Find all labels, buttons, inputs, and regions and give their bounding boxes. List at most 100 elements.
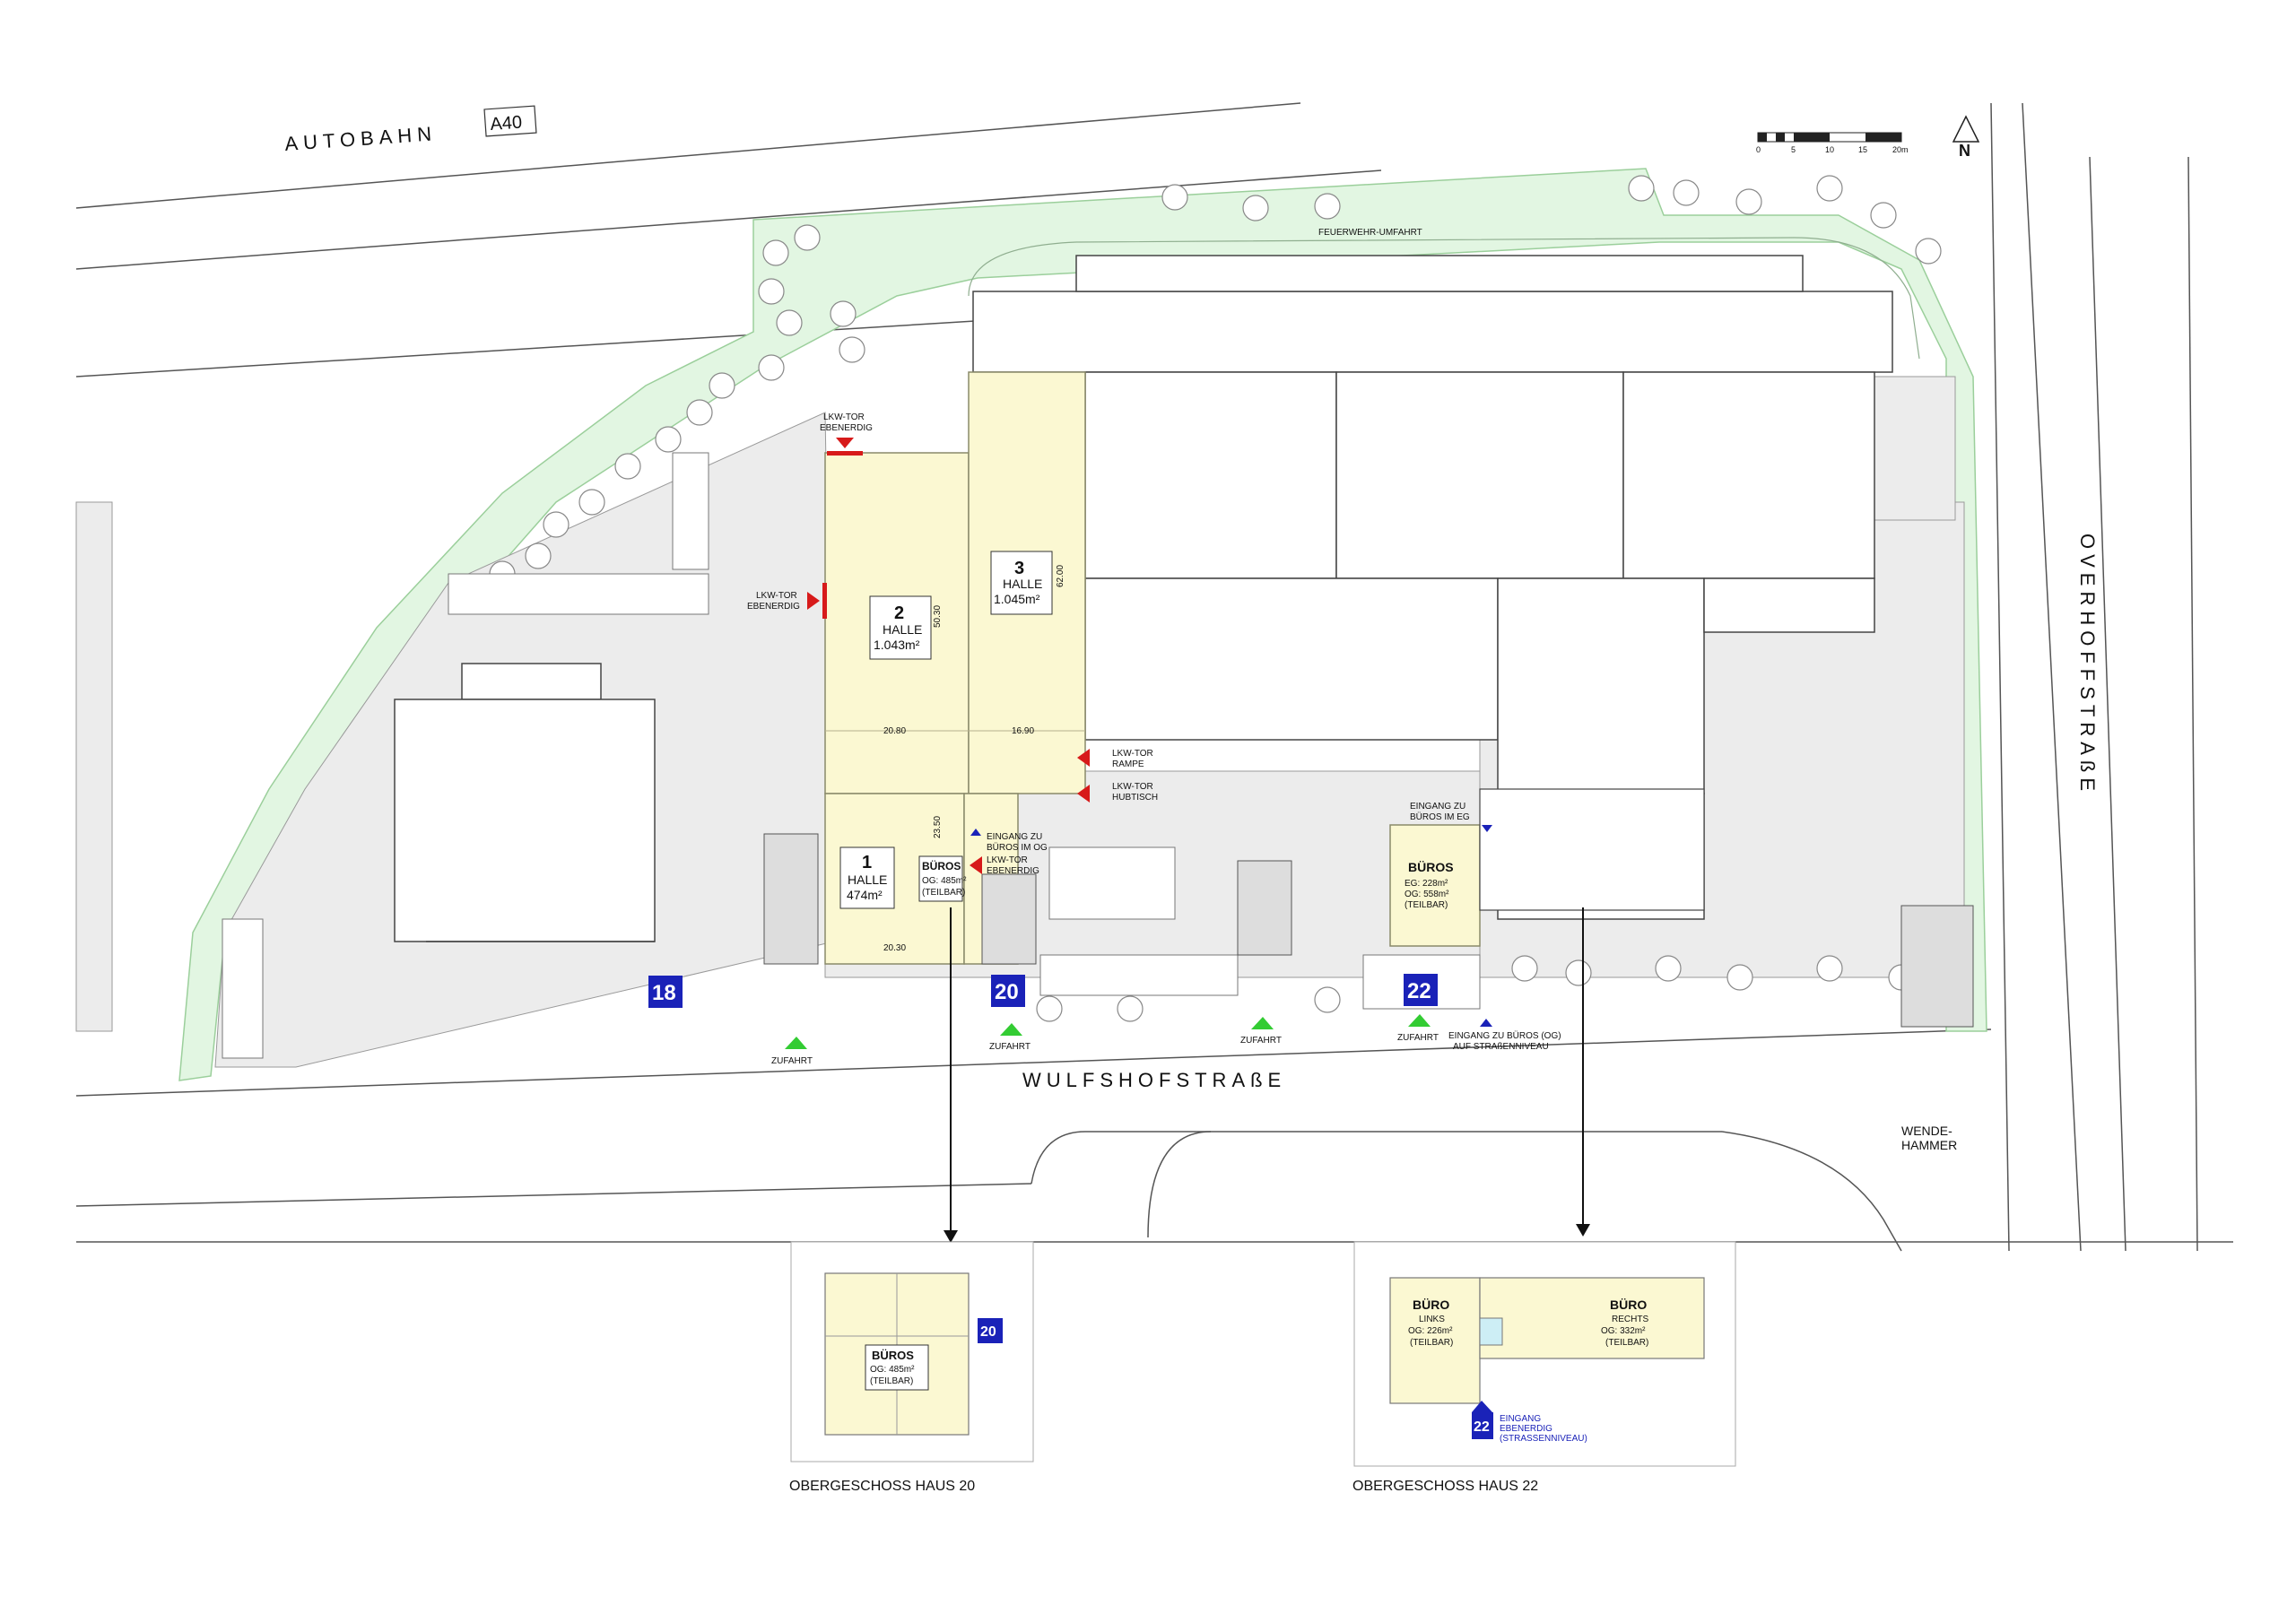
zufahrt-3: ZUFAHRT: [1240, 1017, 1282, 1046]
zufahrt-4: ZUFAHRT: [1397, 1014, 1439, 1043]
inset22-rechts-line2: (TEILBAR): [1605, 1338, 1648, 1348]
parking-rows: [222, 452, 1481, 1059]
inset-haus-20-caption: OBERGESCHOSS HAUS 20: [789, 1479, 975, 1494]
road-lines: [75, 102, 2233, 1252]
inset22-links-title: BÜRO: [1413, 1298, 1449, 1312]
inset22-badge-label: 22: [1474, 1419, 1490, 1435]
buero-haus-20-label: BÜROS OG: 485m² (TEILBAR): [918, 855, 967, 902]
zufahrt-1: ZUFAHRT: [771, 1037, 813, 1066]
loading-ramps: [763, 833, 1974, 1028]
entrance-h22eg-line1: EINGANG ZU: [1410, 802, 1465, 812]
wende-line-1: WENDE-: [1901, 1124, 1952, 1138]
scale-label-15: 15: [1858, 145, 1867, 154]
a40-shield: [483, 105, 537, 137]
buero-22-title: BÜROS: [1408, 860, 1454, 874]
gate-rampe-line2: RAMPE: [1112, 759, 1144, 769]
entrance-h22eg-line2: BÜROS IM EG: [1410, 812, 1470, 822]
haus-22-core: [1479, 788, 1705, 911]
entrance-haus22-og-marker: EINGANG ZU BÜROS (OG) AUF STRAßENNIVEAU: [1448, 1019, 1561, 1052]
zufahrt-1-label: ZUFAHRT: [771, 1056, 813, 1066]
building-haus-18: [394, 663, 656, 942]
overhof-label: OVERHOFFSTRAßE: [2076, 534, 2099, 796]
halle-2-label: 2 HALLE 1.043m²: [869, 595, 932, 660]
north-arrow-icon: N: [1952, 115, 1980, 160]
entrance-h20-line1: EINGANG ZU: [987, 832, 1042, 842]
halle-3-name: HALLE: [1003, 577, 1042, 591]
gate-h20-line2: EBENERDIG: [987, 866, 1039, 876]
lkw-tor-left-marker: LKW-TOR EBENERDIG: [747, 583, 827, 619]
buero-haus-22-floor: [1389, 824, 1481, 947]
halle-1-number: 1: [862, 853, 872, 872]
inset22-links-line1: OG: 226m²: [1408, 1326, 1453, 1336]
gate-top-line1: LKW-TOR: [823, 412, 865, 422]
dim-20-30: 20.30: [883, 943, 906, 953]
buero-22-line2: OG: 558m²: [1405, 890, 1449, 899]
inset20-office-title: BÜROS: [872, 1349, 914, 1362]
badge-20-label: 20: [995, 980, 1019, 1004]
gate-rampe-line1: LKW-TOR: [1112, 749, 1153, 759]
buero-haus-22-label: BÜROS EG: 228m² OG: 558m² (TEILBAR): [1405, 860, 1454, 910]
dim-16-90: 16.90: [1012, 726, 1034, 736]
inset20-office-line2: (TEILBAR): [870, 1376, 913, 1386]
lkw-tor-top-marker: LKW-TOR EBENERDIG: [820, 412, 873, 456]
dim-23-50: 23.50: [933, 816, 943, 838]
zufahrt-3-label: ZUFAHRT: [1240, 1036, 1282, 1046]
wulfshof-label: WULFSHOFSTRAßE: [1022, 1069, 1286, 1091]
lkw-tor-hubtisch-marker: LKW-TOR HUBTISCH: [1077, 782, 1158, 803]
lkw-tor-haus20-marker: LKW-TOR EBENERDIG: [970, 855, 1039, 876]
halle-3-number: 3: [1014, 559, 1024, 578]
tree-group: [489, 175, 1942, 1022]
inset22-links-sub: LINKS: [1419, 1315, 1445, 1324]
dim-50-30: 50.30: [933, 605, 943, 628]
buero-20-line1: OG: 485m²: [922, 876, 967, 886]
scale-label-0: 0: [1756, 145, 1761, 154]
dim-20-80: 20.80: [883, 726, 906, 736]
halle-3-area: 1.045m²: [994, 592, 1040, 606]
inset22-rechts-sub: RECHTS: [1612, 1315, 1648, 1324]
lkw-tor-rampe-marker: LKW-TOR RAMPE: [1077, 749, 1153, 769]
badge-haus-18: 18: [648, 976, 683, 1008]
entrance-h20-line2: BÜROS IM OG: [987, 842, 1048, 853]
halle-1-area: 474m²: [847, 888, 883, 902]
green-area: [178, 168, 1987, 1081]
halle-3-label: 3 HALLE 1.045m²: [990, 551, 1053, 615]
halle-1-name: HALLE: [848, 872, 887, 887]
buero-20-line2: (TEILBAR): [922, 888, 965, 898]
a40-label: A40: [490, 113, 523, 135]
inset-haus-22-caption: OBERGESCHOSS HAUS 22: [1352, 1479, 1538, 1494]
dim-62-00: 62.00: [1056, 565, 1065, 587]
badge-18-label: 18: [652, 981, 676, 1005]
scale-bar: 0 5 10 15 20m: [1756, 132, 1909, 154]
entrance-h22og-line1: EINGANG ZU BÜROS (OG): [1448, 1030, 1561, 1041]
entrance-haus20-marker: EINGANG ZU BÜROS IM OG: [970, 829, 1048, 853]
buero-22-line3: (TEILBAR): [1405, 900, 1448, 910]
badge-22-label: 22: [1407, 979, 1431, 1003]
buero-22-line1: EG: 228m²: [1405, 879, 1448, 889]
gate-left-line2: EBENERDIG: [747, 602, 800, 612]
halle-2-area: 1.043m²: [874, 638, 920, 652]
inset22-links-line2: (TEILBAR): [1410, 1338, 1453, 1348]
inset22-rechts-title: BÜRO: [1610, 1298, 1647, 1312]
entrance-haus22-eg-marker: EINGANG ZU BÜROS IM EG: [1410, 802, 1492, 832]
inset20-badge-label: 20: [980, 1324, 996, 1340]
inset22-entrance-line2: EBENERDIG: [1500, 1424, 1552, 1434]
inset22-rechts-line1: OG: 332m²: [1601, 1326, 1646, 1336]
inset-haus-20: 20 BÜROS OG: 485m² (TEILBAR): [790, 1241, 1034, 1462]
badge-haus-22: 22: [1404, 974, 1438, 1006]
halle-1-label: 1 HALLE 474m²: [839, 846, 895, 909]
halle-2-name: HALLE: [883, 622, 922, 637]
feuerwehr-ring: [968, 237, 1920, 360]
autobahn-label: AUTOBAHN: [284, 122, 438, 155]
entrance-h22og-line2: AUF STRAßENNIVEAU: [1453, 1042, 1549, 1052]
north-label: N: [1959, 142, 1970, 160]
scale-label-20m: 20m: [1892, 145, 1909, 154]
building-haus-20: [824, 371, 1086, 965]
inset22-entrance-line3: (STRASSENNIVEAU): [1500, 1434, 1587, 1444]
halle-2-number: 2: [894, 603, 904, 623]
gate-hub-line1: LKW-TOR: [1112, 782, 1153, 792]
leader-arrows: [944, 907, 1590, 1243]
gate-left-line1: LKW-TOR: [756, 591, 797, 601]
inset-haus-22: BÜRO LINKS OG: 226m² (TEILBAR) BÜRO RECH…: [1353, 1241, 1736, 1467]
gate-top-line2: EBENERDIG: [820, 423, 873, 433]
